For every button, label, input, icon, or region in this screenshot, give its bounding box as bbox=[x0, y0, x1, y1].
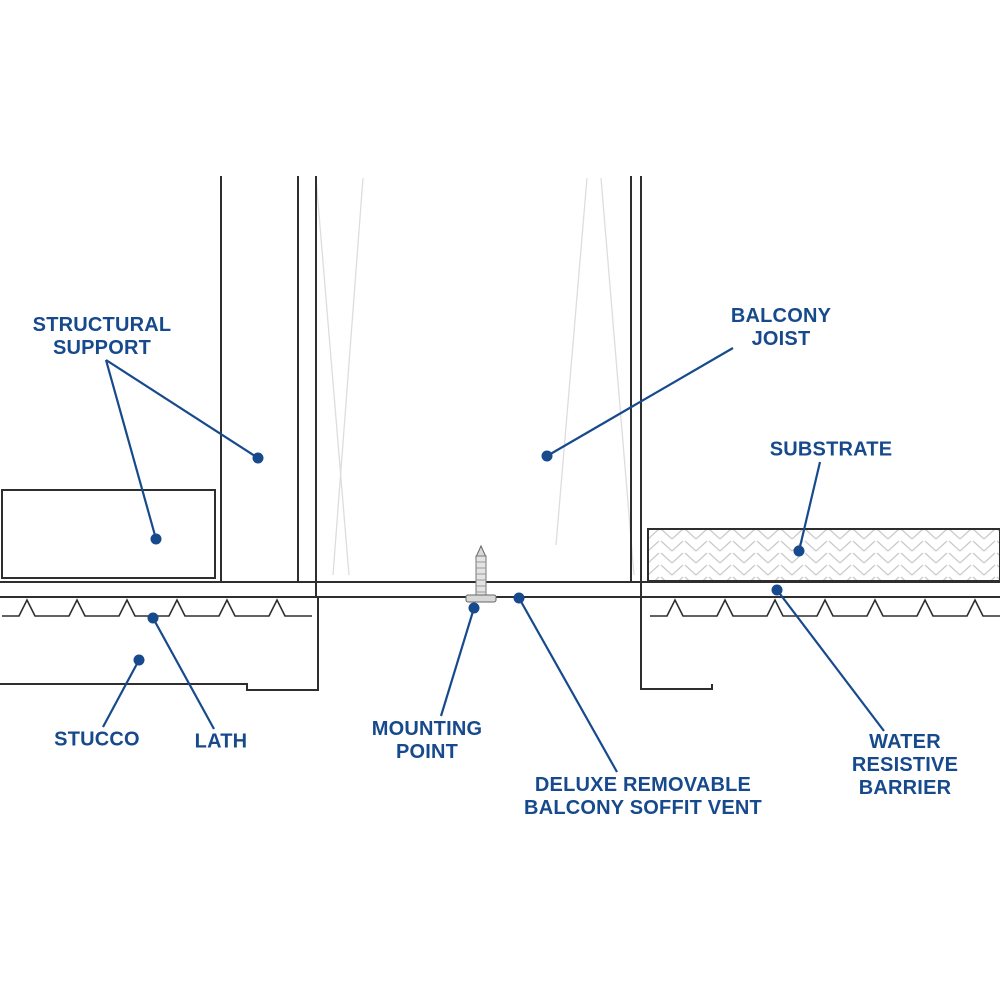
mounting-screw-icon bbox=[465, 544, 497, 603]
soffit-layer-lines bbox=[0, 581, 1000, 598]
label-mounting-point: MOUNTING POINT bbox=[371, 717, 483, 763]
structural-support-beam bbox=[1, 489, 216, 579]
leader-lath bbox=[147, 612, 215, 730]
balcony-joist-lines bbox=[630, 176, 642, 582]
label-lath: LATH bbox=[194, 730, 248, 753]
label-water-resistive-barrier: WATER RESISTIVE BARRIER bbox=[851, 731, 959, 800]
label-stucco: STUCCO bbox=[54, 728, 140, 751]
leader-balcony-joist bbox=[541, 347, 734, 462]
substrate-panel bbox=[647, 528, 1000, 582]
lath-zigzag-left bbox=[2, 598, 312, 617]
leader-mounting-point bbox=[439, 602, 480, 717]
leader-structural-support bbox=[104, 359, 264, 545]
label-deluxe-vent: DELUXE REMOVABLE BALCONY SOFFIT VENT bbox=[524, 773, 762, 819]
left-stucco-outline bbox=[0, 597, 319, 691]
lath-zigzag-right bbox=[650, 598, 1000, 617]
leader-deluxe-vent bbox=[513, 592, 618, 773]
label-substrate: SUBSTRATE bbox=[769, 438, 893, 461]
leader-substrate bbox=[793, 461, 822, 557]
label-structural-support: STRUCTURAL SUPPORT bbox=[32, 313, 172, 359]
leader-stucco bbox=[102, 654, 145, 728]
right-stucco-return bbox=[640, 582, 713, 690]
label-balcony-joist: BALCONY JOIST bbox=[730, 304, 832, 350]
leader-water-resistive-barrier bbox=[771, 584, 885, 732]
wall-stud-lines bbox=[220, 176, 317, 597]
